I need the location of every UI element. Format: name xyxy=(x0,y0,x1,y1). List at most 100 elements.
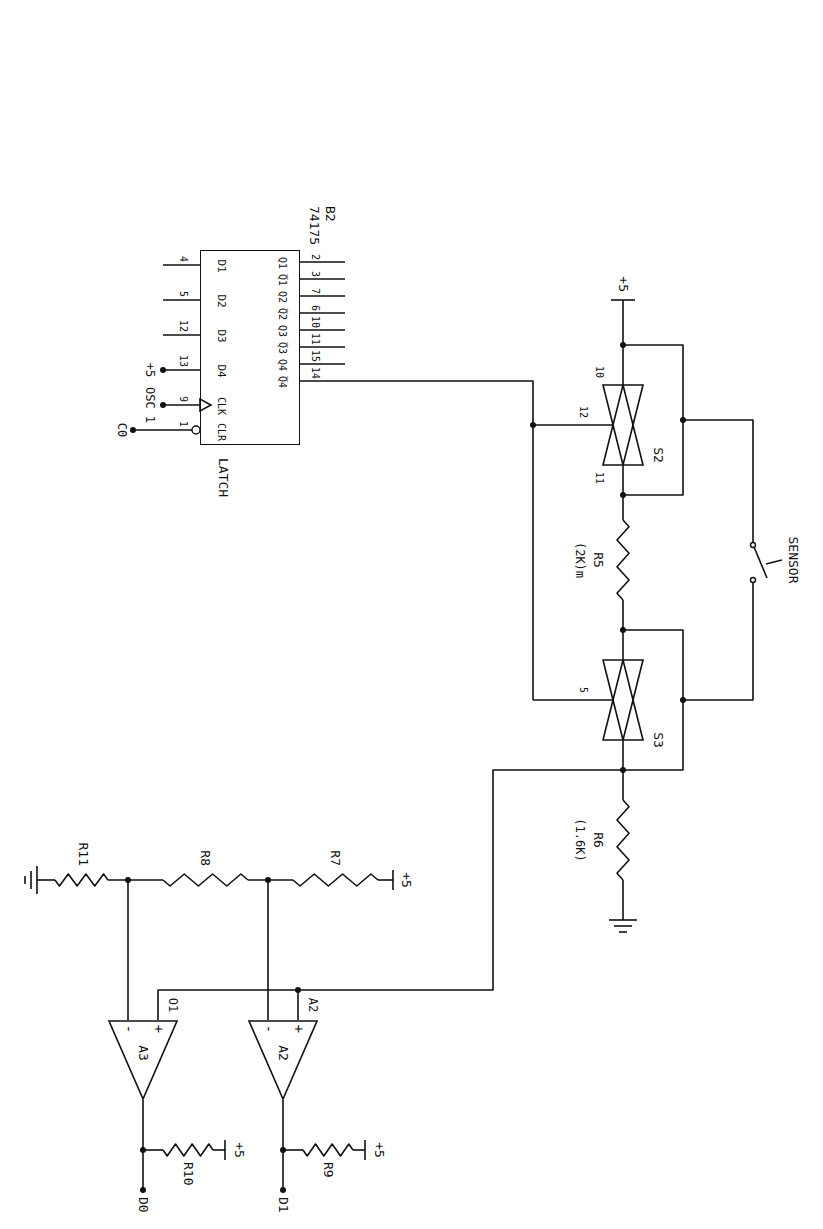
pin-line xyxy=(300,278,345,280)
wire xyxy=(282,1100,284,1190)
part-number: 74175 xyxy=(307,206,321,245)
pin-name: D3 xyxy=(215,329,227,342)
resistor-symbol xyxy=(617,520,629,600)
part-reference: R7 xyxy=(328,850,342,866)
junction-dot xyxy=(130,427,136,433)
wire xyxy=(622,880,624,920)
junction-dot xyxy=(620,627,626,633)
signal-label: D0 xyxy=(136,1197,150,1213)
wire xyxy=(213,1149,225,1151)
part-reference: R8 xyxy=(198,850,212,866)
net-label: A2 xyxy=(305,998,318,1012)
resistor-symbol xyxy=(55,874,108,886)
resistor-symbol xyxy=(163,1144,213,1156)
pin-name: D2 xyxy=(215,294,227,307)
resistor-symbol xyxy=(617,800,629,880)
ground-symbol xyxy=(609,919,637,921)
part-reference: R9 xyxy=(321,1162,335,1178)
pin-number: 9 xyxy=(178,396,189,402)
part-reference: R11 xyxy=(76,843,90,866)
pin-number: 5 xyxy=(178,291,189,297)
pin-name: Q3 xyxy=(277,325,288,337)
junction-dot xyxy=(160,367,166,373)
pin-line xyxy=(163,264,200,266)
ground-symbol xyxy=(24,876,26,884)
wire xyxy=(142,1100,144,1190)
junction-dot xyxy=(295,987,301,993)
resistor-symbol xyxy=(163,874,248,886)
junction-dot xyxy=(280,1187,286,1193)
block-label: LATCH xyxy=(216,458,230,497)
pin-name: Q̅3 xyxy=(277,342,288,354)
pin-line xyxy=(163,299,200,301)
wire xyxy=(353,1149,365,1151)
junction-dot xyxy=(160,402,166,408)
part-reference: A2 xyxy=(276,1045,290,1061)
pin-line xyxy=(163,369,200,371)
wire xyxy=(267,880,269,1020)
comparator-triangle xyxy=(249,1021,317,1099)
pin-line xyxy=(300,295,345,297)
resistor-symbol xyxy=(303,1144,353,1156)
callout-label: SENSOR xyxy=(786,537,800,584)
wire xyxy=(533,699,613,701)
supply-label: +5 xyxy=(142,363,155,377)
pin-number: 14 xyxy=(310,367,321,379)
pin-name: D1 xyxy=(215,259,227,272)
ground-symbol xyxy=(36,866,38,894)
pin-name: Q̅1 xyxy=(277,274,288,286)
wire xyxy=(143,1149,163,1151)
signal-label: D1 xyxy=(276,1197,290,1213)
part-reference: R10 xyxy=(181,1162,195,1185)
supply-label: +5 xyxy=(232,1142,246,1158)
comparator-symbol: A2 + - xyxy=(248,1020,318,1100)
pin-name: CLR xyxy=(216,423,227,441)
net-label: O1 xyxy=(165,998,178,1012)
wire xyxy=(158,770,623,1020)
part-reference: R6 xyxy=(591,832,605,848)
pin-line xyxy=(300,346,345,348)
pin-number: 15 xyxy=(310,350,321,362)
inverter-bubble xyxy=(192,426,200,434)
resistor-symbol xyxy=(293,874,378,886)
wire xyxy=(37,879,55,881)
switch-contact xyxy=(751,578,756,583)
pin-line xyxy=(163,334,200,336)
supply-bar xyxy=(224,1140,226,1160)
part-reference: R5 xyxy=(591,552,605,568)
component-value: (2K)m xyxy=(572,542,585,578)
pin-number: 6 xyxy=(310,305,321,311)
part-reference: A3 xyxy=(136,1045,150,1061)
signal-label: OSC 1 xyxy=(142,387,155,423)
input-sign: + xyxy=(290,1025,305,1033)
pin-line xyxy=(300,261,345,263)
pin-number: 11 xyxy=(594,472,605,484)
switch-contact xyxy=(751,543,756,548)
pin-line xyxy=(163,404,200,406)
wire xyxy=(378,879,393,881)
ic-chip: B274175D1D2D3D4CLKCLRQ1Q̅1Q2Q̅2Q3Q̅3Q4Q̅… xyxy=(200,250,300,445)
pin-line xyxy=(300,363,345,365)
part-reference: S3 xyxy=(651,732,665,748)
supply-label: +5 xyxy=(616,276,630,292)
supply-label: +5 xyxy=(372,1142,386,1158)
junction-dot xyxy=(620,342,626,348)
leader-line xyxy=(766,560,782,564)
pin-number: 11 xyxy=(310,333,321,345)
part-reference: B2 xyxy=(323,206,337,222)
comparator-symbol: A3 + - xyxy=(108,1020,178,1100)
pin-number: 7 xyxy=(310,288,321,294)
wire xyxy=(108,879,163,881)
wire xyxy=(297,990,299,1020)
input-sign: + xyxy=(150,1025,165,1033)
ground-symbol xyxy=(614,925,632,927)
supply-label: +5 xyxy=(399,872,413,888)
input-sign: - xyxy=(260,1025,275,1033)
pin-name: Q2 xyxy=(277,291,288,303)
wire xyxy=(683,580,753,700)
wire xyxy=(300,381,533,700)
supply-bar xyxy=(364,1140,366,1160)
component-value: (1.6K) xyxy=(572,818,585,861)
input-sign: - xyxy=(120,1025,135,1033)
